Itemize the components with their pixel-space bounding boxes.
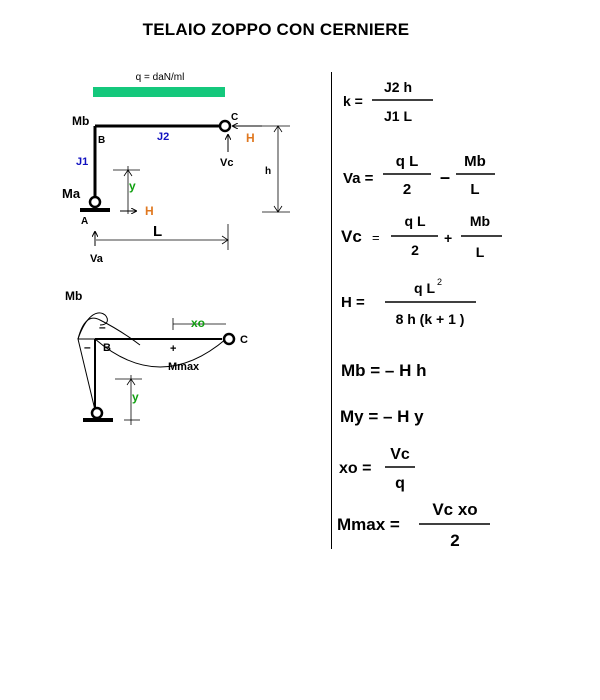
label-c: C [231, 112, 238, 123]
label-mmax: Mmax [168, 361, 200, 373]
formula-h-lhs: H = [341, 294, 365, 311]
formula-vc-lhs: Vc [341, 227, 362, 246]
label-c-2: C [240, 334, 248, 346]
formula-vc-op: + [444, 230, 452, 246]
hinge-c-icon [218, 119, 232, 133]
formula-mmax-den: 2 [450, 531, 459, 550]
label-j1: J1 [76, 156, 88, 168]
column-divider [331, 72, 332, 549]
label-xo: xo [191, 316, 205, 330]
moment-diagram: Mb – – B C xo + Mmax y [65, 289, 248, 425]
formula-k-den: J1 L [384, 108, 412, 124]
formula-xo-den: q [395, 475, 405, 492]
formula-va-d2: L [470, 181, 479, 198]
label-b-2: B [103, 342, 111, 354]
formula-h-num: q L [414, 280, 435, 296]
formula-va-n2: Mb [464, 153, 486, 170]
formula-va-lhs: Va = [343, 170, 374, 187]
label-h-a: H [145, 204, 154, 218]
formula-h-exp: 2 [437, 277, 442, 287]
formula-mmax-num: Vc xo [432, 500, 477, 519]
sign-minus: – [84, 340, 91, 354]
beam-moment-curve [94, 338, 227, 368]
formula-vc-d2: L [476, 244, 485, 260]
formula-my: My = – H y [340, 407, 424, 426]
formula-k-lhs: k = [343, 93, 363, 109]
load-label: q = daN/ml [136, 72, 185, 83]
formula-mb: Mb = – H h [341, 361, 426, 380]
formula-va-op: – [440, 167, 450, 187]
frame-diagrams: q = daN/ml Mb B C J1 J2 H Vc h y H [62, 72, 290, 425]
formula-vc-d1: 2 [411, 242, 419, 258]
hinge-a2-icon [90, 406, 104, 420]
label-ma: Ma [62, 186, 81, 201]
sign-plus: + [170, 343, 176, 355]
formula-vc-n1: q L [405, 213, 426, 229]
label-vc: Vc [220, 157, 233, 169]
formula-vc-eq: = [372, 230, 380, 245]
formula-xo-num: Vc [390, 446, 410, 463]
page-title: TELAIO ZOPPO CON CERNIERE [142, 20, 410, 39]
label-y: y [129, 179, 136, 193]
label-h-c: H [246, 131, 255, 145]
formula-xo-lhs: xo = [339, 460, 371, 477]
formula-xo: xo = Vc q [339, 446, 415, 492]
formula-va-d1: 2 [403, 181, 411, 198]
label-a: A [81, 216, 88, 227]
label-j2: J2 [157, 131, 169, 143]
label-b: B [98, 135, 105, 146]
hinge-c2-icon [222, 332, 236, 346]
ground-support-icon [80, 208, 110, 212]
distributed-load-bar [93, 87, 225, 97]
label-va: Va [90, 253, 104, 265]
frame-scheme: q = daN/ml Mb B C J1 J2 H Vc h y H [62, 72, 290, 265]
formula-h-den: 8 h (k + 1 ) [396, 311, 465, 327]
label-l: L [153, 223, 162, 240]
hinge-a-icon [88, 195, 102, 209]
formula-mmax: Mmax = Vc xo 2 [337, 500, 490, 550]
formula-va: Va = q L 2 – Mb L [343, 153, 495, 198]
formula-k: k = J2 h J1 L [343, 79, 433, 124]
sign-minus-top: – [99, 320, 106, 334]
ground-support-2-icon [83, 418, 113, 422]
label-y-2: y [132, 390, 139, 404]
formula-mmax-lhs: Mmax = [337, 515, 400, 534]
formula-k-num: J2 h [384, 79, 412, 95]
formula-vc-n2: Mb [470, 213, 490, 229]
formula-va-n1: q L [396, 153, 419, 170]
label-h-dim: h [265, 166, 271, 177]
label-mb-2: Mb [65, 289, 82, 303]
formula-h: H = q L 2 8 h (k + 1 ) [341, 277, 476, 327]
formula-vc: Vc = q L 2 + Mb L [341, 213, 502, 260]
label-mb: Mb [72, 114, 89, 128]
